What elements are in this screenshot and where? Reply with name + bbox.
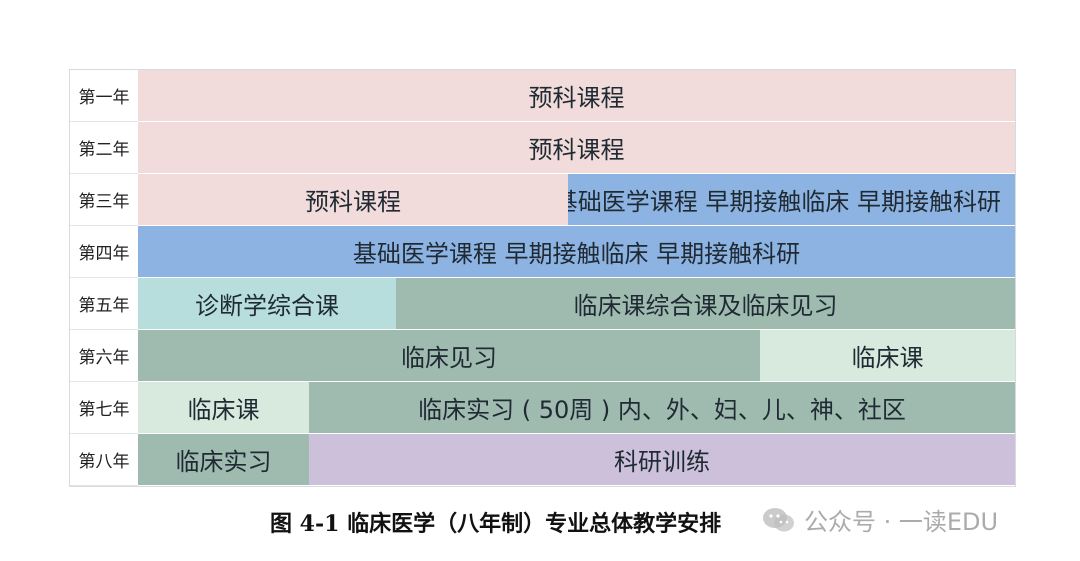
watermark-text: 公众号 · 一读EDU [804,508,999,536]
course-block: 临床实习 ( 50周 ) 内、外、妇、儿、神、社区 [309,382,1015,433]
year-label: 第三年 [70,174,138,226]
course-block: 临床见习 [138,330,760,381]
course-block: 临床实习 [138,434,309,485]
curriculum-schedule-table: 第一年预科课程第二年预科课程第三年预科课程基础医学课程 早期接触临床 早期接触科… [69,69,1016,487]
schedule-row: 第一年预科课程 [70,70,1015,122]
schedule-row: 第七年临床课临床实习 ( 50周 ) 内、外、妇、儿、神、社区 [70,382,1015,434]
year-label: 第五年 [70,278,138,330]
course-block: 预科课程 [138,70,1015,121]
course-block: 基础医学课程 早期接触临床 早期接触科研 [568,174,1015,225]
course-block: 临床课 [760,330,1015,381]
schedule-row: 第五年诊断学综合课临床课综合课及临床见习 [70,278,1015,330]
row-divider [138,173,1015,174]
year-label: 第八年 [70,434,138,486]
row-divider [138,485,1015,486]
row-divider [138,121,1015,122]
year-label: 第六年 [70,330,138,382]
row-divider [138,329,1015,330]
row-divider [138,277,1015,278]
course-block: 预科课程 [138,122,1015,173]
course-block: 临床课 [138,382,309,433]
schedule-row: 第六年临床见习临床课 [70,330,1015,382]
schedule-row: 第二年预科课程 [70,122,1015,174]
schedule-row: 第八年临床实习科研训练 [70,434,1015,486]
course-block: 科研训练 [309,434,1015,485]
year-label: 第七年 [70,382,138,434]
schedule-row: 第四年基础医学课程 早期接触临床 早期接触科研 [70,226,1015,278]
year-label: 第一年 [70,70,138,122]
course-block: 预科课程 [138,174,568,225]
figure-caption: 图 4-1 临床医学（八年制）专业总体教学安排 [270,511,722,537]
course-block: 诊断学综合课 [138,278,396,329]
watermark: 公众号 · 一读EDU [762,502,998,537]
row-divider [138,225,1015,226]
course-block: 临床课综合课及临床见习 [396,278,1015,329]
row-divider [138,433,1015,434]
wechat-icon [762,506,796,534]
year-label: 第二年 [70,122,138,174]
row-divider [138,381,1015,382]
course-block: 基础医学课程 早期接触临床 早期接触科研 [138,226,1015,277]
schedule-row: 第三年预科课程基础医学课程 早期接触临床 早期接触科研 [70,174,1015,226]
year-label: 第四年 [70,226,138,278]
